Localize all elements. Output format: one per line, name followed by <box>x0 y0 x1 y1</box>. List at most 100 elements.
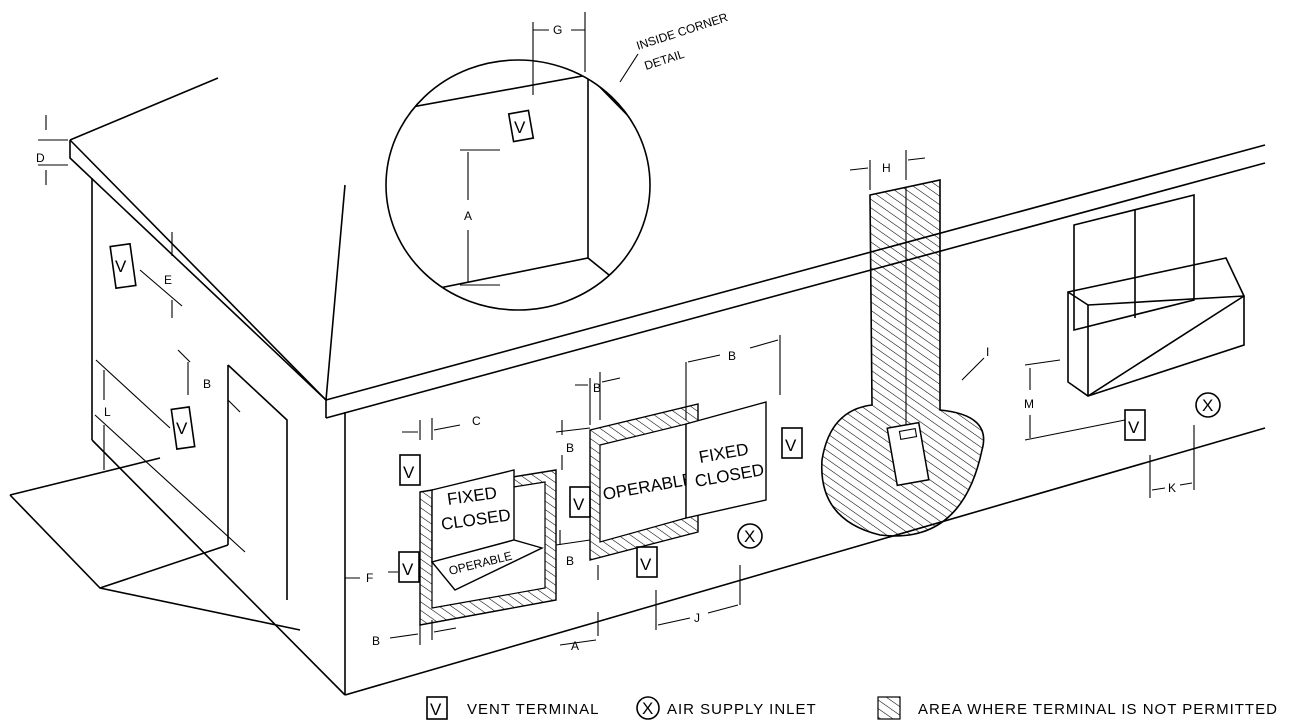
label-b-top: B <box>593 381 601 395</box>
vent-side-lower-symbol: V <box>176 419 188 438</box>
vent-terminal-w2-bottom <box>636 546 658 578</box>
roof-front-top <box>325 144 1266 401</box>
dim-a-extensions <box>460 149 500 286</box>
label-l: L <box>104 405 111 419</box>
legend-vent-symbol-box <box>426 696 448 720</box>
dim-k-extensions <box>1149 425 1195 498</box>
label-b-left-lower: B <box>566 554 574 568</box>
dim-e-extension <box>139 269 183 307</box>
roof-front-fascia <box>325 162 1266 419</box>
window2-fixed-pane <box>685 401 767 519</box>
dim-h-line <box>849 157 926 171</box>
side-wall-dimensions: D E L B V V <box>36 115 246 553</box>
label-c: C <box>472 414 481 428</box>
vent-terminal-w1-left <box>398 551 420 583</box>
vent-w1-left-symbol: V <box>402 560 414 579</box>
label-g: G <box>553 23 562 37</box>
meter-hatch-zone <box>821 179 985 537</box>
areaway: M V X K <box>1024 193 1246 498</box>
detail-circle <box>385 59 651 311</box>
areaway-box-front-edge <box>1067 291 1089 396</box>
dim-b-side-line <box>177 349 191 395</box>
dim-b-side-arrow <box>227 399 241 413</box>
legend-not-permitted: AREA WHERE TERMINAL IS NOT PERMITTED <box>918 701 1278 718</box>
legend-air-supply-inlet: AIR SUPPLY INLET <box>667 701 817 718</box>
air-inlet-right-symbol: X <box>1202 396 1213 415</box>
legend-inlet-symbol-circle <box>636 696 660 720</box>
air-inlet-w2 <box>737 523 763 549</box>
gas-meter <box>886 421 930 487</box>
vent-w2-right-symbol: V <box>785 436 797 455</box>
dim-b-left-lower <box>555 530 591 546</box>
label-h: H <box>882 161 891 175</box>
vent-terminal-right <box>1124 409 1146 441</box>
label-b-right: B <box>728 349 736 363</box>
roof-side-top <box>69 139 327 401</box>
vent-detail-symbol: V <box>514 118 526 137</box>
dim-b-left-upper <box>555 420 591 470</box>
label-k: K <box>1168 481 1176 495</box>
vent-terminal-side-lower <box>170 406 196 450</box>
gas-meter-dial <box>898 428 918 440</box>
dim-c-extensions <box>419 418 433 440</box>
ground-slab <box>9 457 301 631</box>
dim-m-extensions <box>1024 359 1126 441</box>
inside-corner-detail-word: DETAIL <box>643 47 687 73</box>
dim-b-right-extensions <box>685 335 781 420</box>
label-b-lower: B <box>372 634 380 648</box>
label-f: F <box>366 571 373 585</box>
legend: V VENT TERMINAL X AIR SUPPLY INLET AREA … <box>426 696 1278 720</box>
label-d: D <box>36 151 45 165</box>
legend-vent-terminal: VENT TERMINAL <box>467 701 599 718</box>
areaway-door <box>1073 193 1195 332</box>
dim-i-leader <box>961 357 985 381</box>
roof-back-edge <box>69 77 219 141</box>
areaway-box-side <box>1087 296 1245 397</box>
inside-corner-title: INSIDE CORNER <box>635 10 730 53</box>
dim-d-extensions <box>38 139 68 166</box>
dim-b-right-line <box>687 339 779 363</box>
dim-b-top-extensions <box>589 372 601 425</box>
side-door <box>227 364 288 600</box>
legend-inlet-symbol: X <box>642 699 653 718</box>
dim-b-lower-line <box>389 627 457 639</box>
hopper-window: FIXED CLOSED OPERABLE C F B V V <box>345 414 557 648</box>
building <box>9 77 1266 696</box>
vent-w2-left-symbol: V <box>573 495 585 514</box>
inside-corner-detail: G A V INSIDE CORNER DETAIL <box>385 10 730 311</box>
dim-f-line <box>345 571 398 579</box>
air-inlet-w2-symbol: X <box>744 527 755 546</box>
dim-b-lower-extensions <box>419 620 433 645</box>
legend-vent-symbol: V <box>430 700 442 719</box>
dim-l-extensions <box>94 359 246 553</box>
dim-a-lower-line <box>559 612 599 646</box>
vent-terminal-w2-right <box>781 427 803 459</box>
dim-b-top-line <box>575 377 621 386</box>
label-m: M <box>1024 397 1034 411</box>
vent-side-upper-symbol: V <box>115 257 127 276</box>
dim-j-extensions <box>655 565 741 630</box>
dim-h-extensions <box>869 150 907 190</box>
dim-j-line <box>657 604 739 626</box>
vent-terminal-w2-left <box>569 486 591 518</box>
label-b-left-upper: B <box>566 441 574 455</box>
dim-k-line <box>1151 482 1193 491</box>
dim-c-line <box>402 424 461 433</box>
side-wall-base <box>91 439 346 696</box>
roof-side-fascia <box>69 140 327 418</box>
meter-zone: H I <box>821 150 989 537</box>
air-inlet-right <box>1195 392 1221 418</box>
vent-w2-bottom-symbol: V <box>640 555 652 574</box>
label-a-lower: A <box>571 639 579 653</box>
areaway-box-rim <box>1087 295 1245 306</box>
label-i: I <box>986 345 989 359</box>
label-e: E <box>164 273 172 287</box>
slider-window: OPERABLE FIXED CLOSED B B B B V V V X J … <box>555 335 803 653</box>
vent-terminal-detail <box>507 109 535 143</box>
label-b-side: B <box>203 377 211 391</box>
vent-right-symbol: V <box>1128 418 1140 437</box>
label-a-detail: A <box>464 209 472 223</box>
front-wall-base <box>344 427 1266 696</box>
